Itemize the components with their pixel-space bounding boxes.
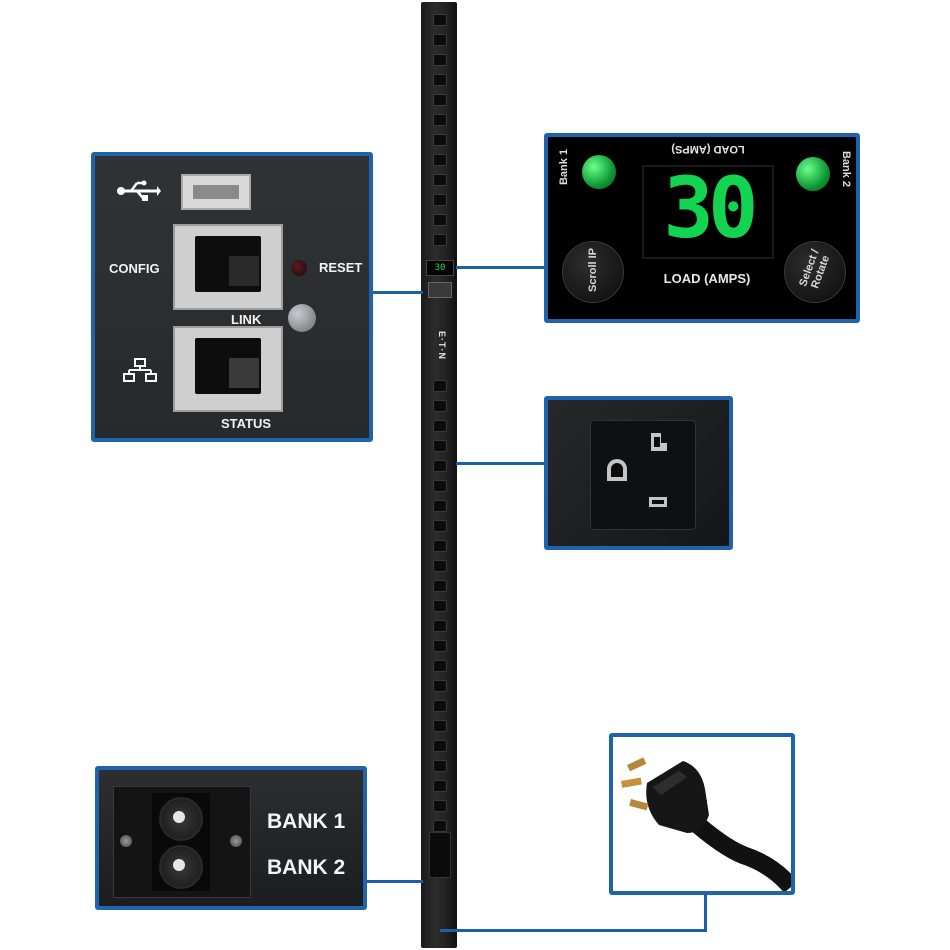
load-value: 30 (663, 159, 758, 257)
pdu-outlet (433, 194, 447, 206)
connector-line-config (373, 291, 423, 294)
pdu-outlet (433, 134, 447, 146)
pdu-outlet (433, 600, 447, 612)
pdu-outlet (433, 560, 447, 572)
pdu-outlet (433, 660, 447, 672)
usb-icon (117, 180, 161, 201)
screw-left (120, 835, 132, 847)
locking-plug-image (621, 757, 791, 891)
pdu-strip: 30 E·T·N (421, 2, 457, 948)
plug-panel (609, 733, 795, 895)
pdu-outlet (433, 214, 447, 226)
pdu-outlet (433, 580, 447, 592)
pdu-breakers (429, 832, 451, 878)
select-rotate-label: Select / Rotate (797, 247, 833, 291)
pdu-outlet (433, 460, 447, 472)
connector-line-plug-h (440, 929, 707, 932)
config-port[interactable] (173, 224, 283, 310)
status-label: STATUS (221, 416, 272, 431)
breaker-bank-2[interactable] (159, 845, 203, 889)
pdu-outlet (433, 174, 447, 186)
pdu-outlet (433, 820, 447, 832)
bank-1-led (582, 155, 616, 189)
breaker-bank-1[interactable] (159, 797, 203, 841)
reset-button[interactable] (291, 260, 307, 276)
outlet-slots (607, 433, 667, 507)
pdu-outlet (433, 380, 447, 392)
pdu-outlet (433, 740, 447, 752)
scroll-ip-button[interactable]: Scroll IP (562, 241, 624, 303)
usb-port[interactable] (181, 174, 251, 210)
screw-right (230, 835, 242, 847)
connector-line-breaker (367, 880, 423, 883)
breaker-plate (113, 786, 251, 898)
pdu-outlet (433, 74, 447, 86)
pdu-outlet (433, 234, 447, 246)
pdu-load-display: 30 (426, 260, 454, 276)
load-label-mirrored: LOAD (AMPS) (671, 143, 745, 155)
pdu-outlet (433, 34, 447, 46)
pdu-outlet (433, 540, 447, 552)
outlet-panel (544, 396, 733, 550)
pdu-outlet (433, 400, 447, 412)
bank-2-led (796, 157, 830, 191)
outlet-receptacle (590, 420, 696, 530)
config-panel: CONFIG RESET LINK STATUS (91, 152, 373, 442)
pdu-outlet (433, 780, 447, 792)
link-label: LINK (231, 312, 262, 327)
display-panel: Bank 1 Bank 2 LOAD (AMPS) 30 LOAD (AMPS)… (544, 133, 860, 323)
pdu-outlet (433, 480, 447, 492)
load-label: LOAD (AMPS) (663, 271, 751, 286)
pdu-outlet (433, 700, 447, 712)
breaker-panel: BANK 1 BANK 2 (95, 766, 367, 910)
bank-2-label: Bank 2 (840, 150, 853, 188)
pdu-outlet (433, 680, 447, 692)
pdu-network-ports (428, 282, 452, 298)
reset-label: RESET (319, 260, 363, 275)
breaker-label-bank-1: BANK 1 (267, 810, 346, 833)
connector-line-plug-v (704, 894, 707, 930)
pdu-outlet (433, 114, 447, 126)
pdu-outlet (433, 154, 447, 166)
link-led (288, 304, 316, 332)
network-icon (123, 358, 157, 382)
pdu-outlet (433, 54, 447, 66)
config-label: CONFIG (109, 261, 160, 276)
pdu-outlet (433, 640, 447, 652)
pdu-brand-logo: E·T·N (437, 330, 447, 360)
network-port[interactable] (173, 326, 283, 412)
pdu-outlet (433, 800, 447, 812)
pdu-outlet (433, 720, 447, 732)
scroll-ip-label: Scroll IP (587, 247, 599, 293)
pdu-outlet (433, 420, 447, 432)
connector-line-outlet (456, 462, 546, 465)
pdu-outlet (433, 440, 447, 452)
pdu-outlet (433, 520, 447, 532)
pdu-outlet (433, 14, 447, 26)
connector-line-display (456, 266, 546, 269)
pdu-outlet (433, 620, 447, 632)
load-display: 30 (642, 159, 774, 259)
pdu-outlet (433, 500, 447, 512)
pdu-outlet (433, 760, 447, 772)
bank-1-label: Bank 1 (558, 148, 571, 186)
select-rotate-button[interactable]: Select / Rotate (784, 241, 846, 303)
pdu-outlet (433, 94, 447, 106)
breaker-label-bank-2: BANK 2 (267, 856, 346, 879)
breaker-holder (152, 793, 210, 891)
